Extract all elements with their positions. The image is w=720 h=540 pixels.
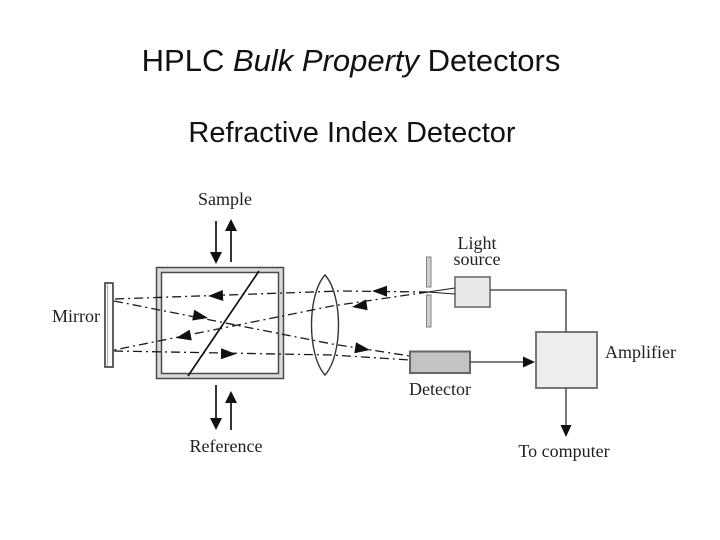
amplifier-label: Amplifier	[605, 342, 676, 362]
title-suffix: Detectors	[419, 43, 561, 78]
light-source-label-line2: source	[454, 249, 501, 269]
mirror-label: Mirror	[52, 306, 100, 326]
ray-d-arrowhead-cell	[220, 348, 236, 360]
slit-lower	[426, 294, 432, 328]
ray-b-incoming	[113, 291, 429, 351]
amplifier-input-arrowhead	[523, 356, 535, 368]
flow-cell-inner	[160, 271, 280, 375]
detector-label: Detector	[409, 379, 471, 399]
ray-b-source-stub	[427, 291, 456, 295]
sample-out-arrowhead	[225, 219, 237, 231]
ray-a-arrowhead-cell	[208, 290, 224, 301]
light-source-label-line1: Light	[458, 233, 497, 253]
slit-upper	[426, 256, 432, 288]
sample-label: Sample	[198, 189, 252, 209]
wire-source-to-amplifier	[490, 289, 567, 332]
amplifier-box	[535, 331, 598, 389]
ray-c-arrowhead-cell	[192, 309, 208, 321]
title-prefix: HPLC	[141, 43, 233, 78]
output-arrowhead	[560, 425, 572, 437]
sample-in-arrowhead	[210, 252, 222, 264]
reference-out-arrowhead	[225, 391, 237, 403]
detector-box	[409, 350, 471, 374]
title-emphasis: Bulk Property	[232, 43, 420, 78]
ray-b-arrowhead-outer	[352, 299, 368, 311]
ray-a-source-stub	[427, 287, 456, 293]
ray-b-arrowhead-cell	[176, 329, 192, 341]
ray-d-return	[113, 350, 411, 361]
lens	[310, 273, 340, 377]
light-source-box	[454, 276, 491, 308]
ray-c-return	[113, 300, 411, 357]
ray-c-arrowhead-outer	[354, 342, 370, 354]
slide-subtitle: Refractive Index Detector	[188, 117, 516, 149]
reference-in-arrowhead	[210, 418, 222, 430]
reference-label: Reference	[190, 436, 263, 456]
mirror	[104, 282, 114, 368]
ray-a-arrowhead-outer	[372, 285, 387, 297]
to-computer-label: To computer	[518, 441, 609, 461]
cell-diagonal-divider	[187, 270, 260, 377]
page-title: HPLC Bulk Property Detectors	[0, 43, 702, 78]
